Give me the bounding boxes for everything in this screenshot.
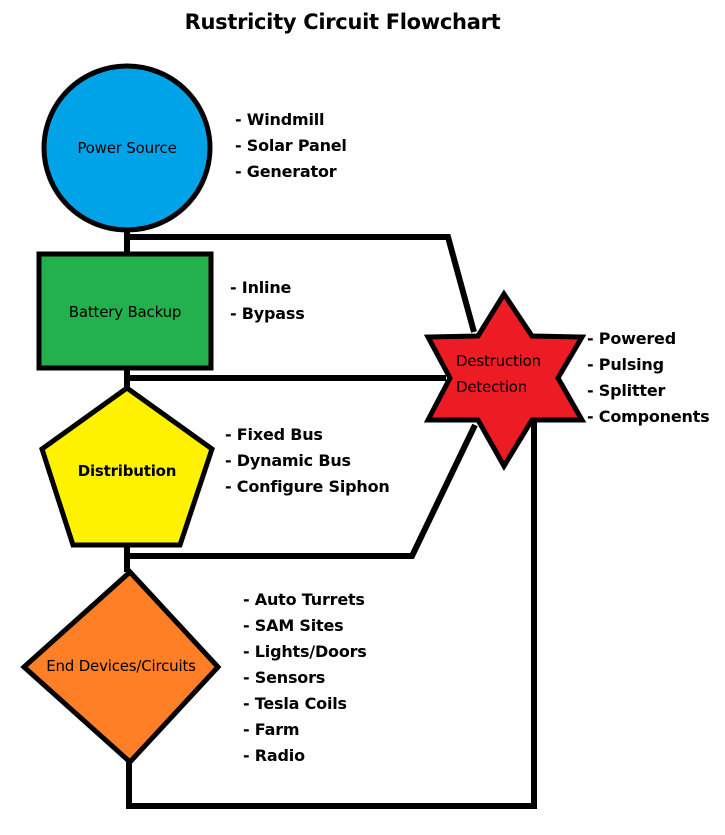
distribution-items: - Fixed Bus - Dynamic Bus - Configure Si… <box>225 422 390 500</box>
list-item: - Lights/Doors <box>243 642 367 661</box>
list-item: - Configure Siphon <box>225 477 390 496</box>
power-source-items: - Windmill - Solar Panel - Generator <box>235 107 347 185</box>
destruction-detection-label-line1: Destruction <box>456 352 541 370</box>
power-source-label: Power Source <box>77 139 177 157</box>
list-item: - SAM Sites <box>243 616 344 635</box>
battery-backup-label: Battery Backup <box>68 303 182 321</box>
battery-backup-items: - Inline - Bypass <box>230 275 305 327</box>
destruction-detection-node[interactable] <box>423 289 587 471</box>
list-item: - Splitter <box>587 381 666 400</box>
end-devices-items: - Auto Turrets - SAM Sites - Lights/Door… <box>243 587 367 769</box>
list-item: - Radio <box>243 746 305 765</box>
list-item: - Farm <box>243 720 300 739</box>
connector-power-destruction <box>127 234 477 333</box>
power-source-node[interactable] <box>41 63 213 233</box>
list-item: - Fixed Bus <box>225 425 323 444</box>
list-item: - Inline <box>230 278 292 297</box>
list-item: - Dynamic Bus <box>225 451 351 470</box>
list-item: - Solar Panel <box>235 136 347 155</box>
end-devices-label: End Devices/Circuits <box>46 657 196 675</box>
connector-distribution-destruction <box>127 423 478 559</box>
list-item: - Sensors <box>243 668 326 687</box>
list-item: - Components <box>587 407 710 426</box>
diagram-title: Rustricity Circuit Flowchart <box>184 10 501 34</box>
battery-backup-node[interactable] <box>36 251 214 371</box>
destruction-detection-label-line2: Detection <box>456 378 528 396</box>
list-item: - Pulsing <box>587 355 664 374</box>
list-item: - Bypass <box>230 304 305 323</box>
list-item: - Auto Turrets <box>243 590 365 609</box>
distribution-node[interactable] <box>39 384 215 548</box>
connector-end-devices-destruction <box>126 420 537 809</box>
list-item: - Generator <box>235 162 337 181</box>
list-item: - Windmill <box>235 110 325 129</box>
destruction-detection-items: - Powered - Pulsing - Splitter - Compone… <box>587 326 710 430</box>
list-item: - Tesla Coils <box>243 694 347 713</box>
list-item: - Powered <box>587 329 676 348</box>
end-devices-node[interactable] <box>20 568 222 766</box>
distribution-label: Distribution <box>77 462 177 480</box>
